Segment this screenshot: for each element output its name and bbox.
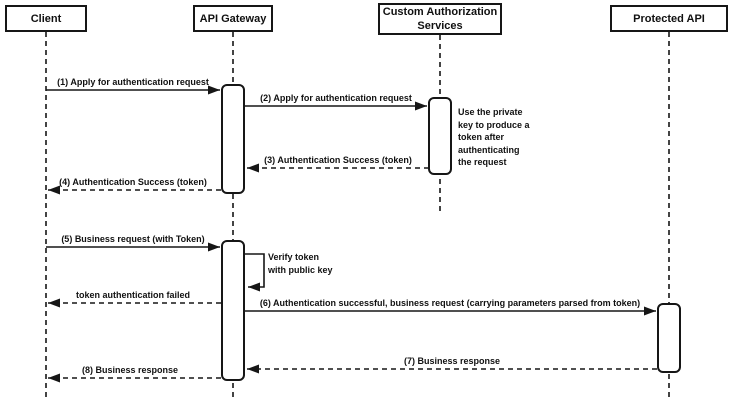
actor-client: Client	[5, 5, 87, 32]
actor-protected-api-label: Protected API	[633, 12, 705, 25]
gateway-activation-2	[221, 240, 245, 381]
message-7-label: (7) Business response	[403, 356, 501, 366]
message-8-label: (8) Business response	[81, 365, 179, 375]
message-4-label: (4) Authentication Success (token)	[59, 177, 207, 187]
auth-service-note: Use the private key to produce a token a…	[458, 107, 530, 167]
token-failed-label: token authentication failed	[75, 290, 190, 300]
self-message-arrow	[245, 253, 265, 292]
actor-protected-api: Protected API	[610, 5, 728, 32]
message-2-label: (2) Apply for authentication request	[260, 93, 412, 103]
message-6-label: (6) Authentication successful, business …	[259, 298, 641, 308]
actor-api-gateway-label: API Gateway	[199, 12, 267, 25]
protected-api-activation	[657, 303, 681, 373]
message-3-label: (3) Authentication Success (token)	[264, 155, 412, 165]
actor-custom-authorization-services-label: Custom Authorization Services	[382, 6, 498, 32]
auth-service-activation	[428, 97, 452, 175]
message-5-label: (5) Business request (with Token)	[61, 234, 205, 244]
self-message-label: Verify token with public key	[268, 252, 333, 275]
gateway-activation-1	[221, 84, 245, 194]
actor-custom-authorization-services: Custom Authorization Services	[378, 3, 502, 35]
actor-client-label: Client	[30, 12, 62, 25]
actor-api-gateway: API Gateway	[193, 5, 273, 32]
message-1-label: (1) Apply for authentication request	[57, 77, 209, 87]
